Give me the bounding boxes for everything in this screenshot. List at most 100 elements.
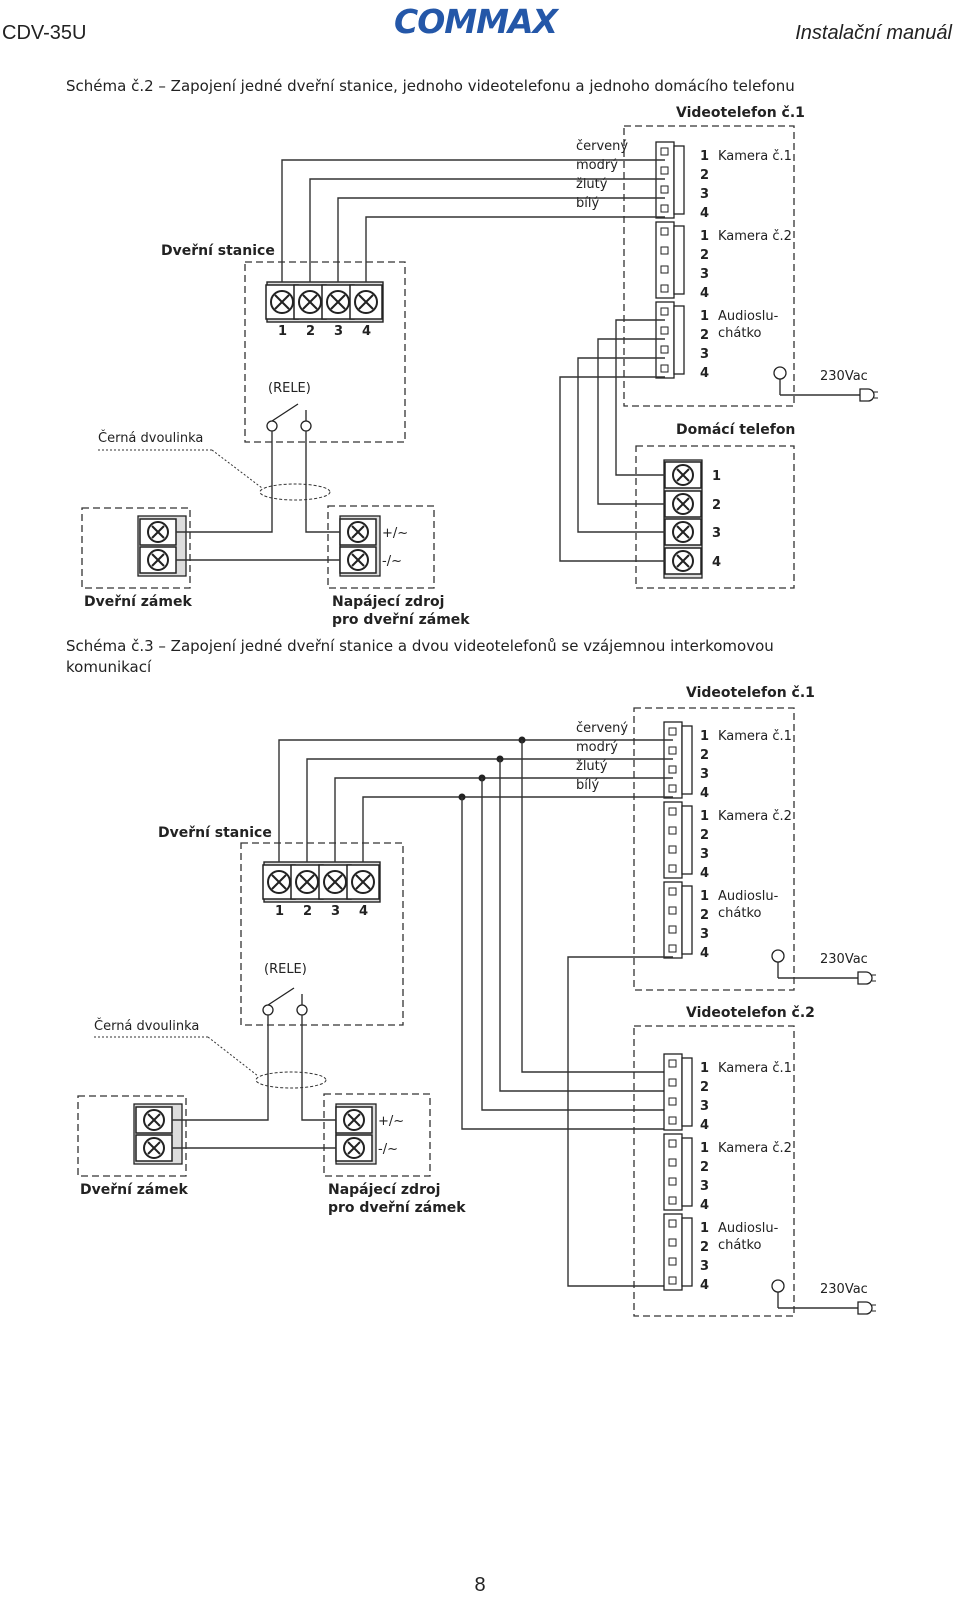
svg-text:(RELE): (RELE) (264, 962, 307, 977)
svg-text:1: 1 (700, 1061, 709, 1076)
svg-text:Černá dvoulinka: Černá dvoulinka (94, 1018, 199, 1034)
domaci-telefon-label: Domácí telefon (676, 422, 795, 438)
svg-text:modrý: modrý (576, 158, 618, 173)
zdroj-box (327, 505, 435, 589)
power-plug-icon: 230Vac (773, 366, 879, 402)
svg-text:4: 4 (700, 1278, 709, 1293)
svg-text:-/~: -/~ (382, 554, 402, 569)
svg-text:1: 1 (700, 809, 709, 824)
svg-text:1: 1 (278, 324, 287, 339)
zdroj-box-s3 (323, 1093, 431, 1177)
svg-text:4: 4 (700, 786, 709, 801)
svg-text:1: 1 (700, 889, 709, 904)
svg-text:2: 2 (700, 828, 709, 843)
svg-text:4: 4 (700, 946, 709, 961)
svg-text:4: 4 (700, 866, 709, 881)
cerna-dvoulinka-label: Černá dvoulinka (98, 430, 203, 446)
svg-text:Kamera č.2: Kamera č.2 (718, 809, 792, 824)
svg-text:žlutý: žlutý (576, 759, 608, 774)
connector-kamera-2: 1 2 3 4 Kamera č.2 (655, 221, 792, 301)
svg-text:Dveřní zámek: Dveřní zámek (80, 1182, 188, 1198)
svg-text:Kamera č.1: Kamera č.1 (718, 1061, 792, 1076)
svg-text:bílý: bílý (576, 196, 599, 211)
svg-text:4: 4 (359, 904, 368, 919)
svg-text:bílý: bílý (576, 778, 599, 793)
svg-text:3: 3 (700, 1179, 709, 1194)
svg-text:1: 1 (700, 729, 709, 744)
dverni-zamek-box (81, 507, 191, 589)
svg-text:1: 1 (700, 229, 709, 244)
svg-text:4: 4 (700, 286, 709, 301)
dverni-stanice-box-s3 (240, 842, 404, 1026)
svg-text:3: 3 (331, 904, 340, 919)
svg-text:2: 2 (700, 1080, 709, 1095)
svg-text:4: 4 (700, 1118, 709, 1133)
svg-text:+/~: +/~ (378, 1114, 404, 1129)
svg-text:2: 2 (712, 498, 721, 513)
svg-text:3: 3 (700, 847, 709, 862)
power-plug-icon: 230Vac (771, 1279, 877, 1315)
videotelefon-1-box-s3 (633, 707, 795, 991)
svg-text:3: 3 (334, 324, 343, 339)
connector-kamera-1: 1 2 3 4 Kamera č.1 (655, 141, 792, 221)
svg-text:Audioslu-: Audioslu- (718, 889, 779, 904)
svg-text:3: 3 (700, 187, 709, 202)
schema-3: Schéma č.3 – Zapojení jedné dveřní stani… (66, 637, 877, 1317)
svg-text:2: 2 (700, 1160, 709, 1175)
svg-text:4: 4 (362, 324, 371, 339)
dverni-stanice-label: Dveřní stanice (161, 243, 275, 259)
svg-text:2: 2 (700, 328, 709, 343)
svg-text:230Vac: 230Vac (820, 952, 868, 967)
svg-text:(RELE): (RELE) (268, 381, 311, 396)
svg-text:žlutý: žlutý (576, 177, 608, 192)
svg-text:pro dveřní zámek: pro dveřní zámek (332, 612, 470, 628)
svg-text:Napájecí zdroj: Napájecí zdroj (328, 1182, 440, 1198)
page-number: 8 (474, 1574, 486, 1596)
videotelefon-2-box (633, 1025, 795, 1317)
videotelefon-1-label-s3: Videotelefon č.1 (686, 685, 815, 701)
svg-text:2: 2 (306, 324, 315, 339)
svg-text:4: 4 (712, 555, 721, 570)
svg-text:1: 1 (275, 904, 284, 919)
dverni-zamek-label: Dveřní zámek (84, 594, 192, 610)
svg-text:3: 3 (712, 526, 721, 541)
kamera-1-label: Kamera č.1 (718, 149, 792, 164)
svg-text:1: 1 (700, 309, 709, 324)
svg-text:červený: červený (576, 721, 628, 736)
svg-text:Napájecí zdroj: Napájecí zdroj (332, 594, 444, 610)
svg-text:2: 2 (700, 1240, 709, 1255)
svg-text:pro dveřní zámek: pro dveřní zámek (328, 1200, 466, 1216)
svg-text:3: 3 (700, 1259, 709, 1274)
kamera-2-label: Kamera č.2 (718, 229, 792, 244)
svg-text:230Vac: 230Vac (820, 1282, 868, 1297)
videotelefon-1-box (623, 125, 795, 407)
schema-2: Schéma č.2 – Zapojení jedné dveřní stani… (66, 77, 879, 628)
schema-2-title: Schéma č.2 – Zapojení jedné dveřní stani… (66, 77, 795, 95)
svg-text:2: 2 (700, 168, 709, 183)
schema-3-title: Schéma č.3 – Zapojení jedné dveřní stani… (66, 637, 774, 655)
svg-text:Audioslu-: Audioslu- (718, 309, 779, 324)
svg-text:2: 2 (700, 748, 709, 763)
dverni-stanice-box (244, 261, 406, 443)
svg-text:3: 3 (700, 1099, 709, 1114)
power-plug-icon: 230Vac (771, 949, 877, 985)
svg-text:3: 3 (700, 927, 709, 942)
power-label: 230Vac (820, 369, 868, 384)
domaci-telefon-box (635, 445, 795, 589)
svg-text:2: 2 (303, 904, 312, 919)
svg-text:1: 1 (700, 1221, 709, 1236)
svg-text:červený: červený (576, 139, 628, 154)
svg-text:3: 3 (700, 347, 709, 362)
svg-text:modrý: modrý (576, 740, 618, 755)
connector-audio: 1 2 3 4 Audioslu- chátko (655, 301, 779, 381)
svg-text:3: 3 (700, 767, 709, 782)
header-model: CDV-35U (2, 22, 87, 44)
svg-text:chátko: chátko (718, 1238, 762, 1253)
svg-text:4: 4 (700, 366, 709, 381)
svg-text:chátko: chátko (718, 906, 762, 921)
svg-text:1: 1 (700, 1141, 709, 1156)
svg-text:4: 4 (700, 1198, 709, 1213)
videotelefon-1-label: Videotelefon č.1 (676, 105, 805, 121)
svg-text:Kamera č.1: Kamera č.1 (718, 729, 792, 744)
